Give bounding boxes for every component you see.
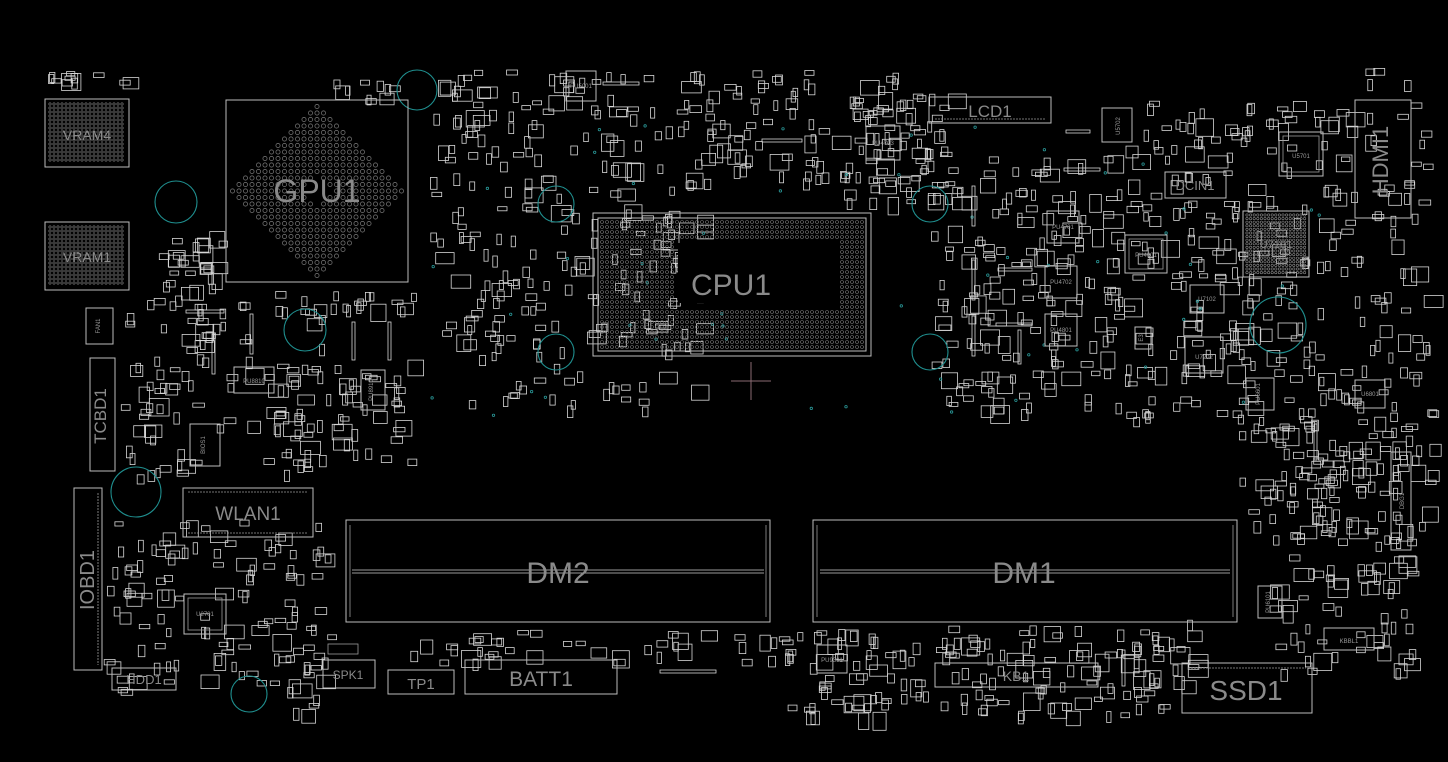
pu4601-label: PU4601 [1135,253,1157,259]
u6801-chip[interactable]: U6801 [1354,379,1386,409]
pu4801-chip[interactable]: PU4801 [1044,313,1078,347]
tcbd1-label: TCBD1 [91,388,110,444]
hdd1-label: HDD1 [126,672,161,687]
ssd1-connector[interactable]: SSD1 [1181,662,1313,714]
u6801-label: U6801 [1361,392,1379,398]
dbg1-connector[interactable]: DBG1 [1390,451,1412,551]
u5702-label: U5702 [1116,117,1122,135]
pu9301-label: PU9301 [821,658,843,664]
dcin1-connector[interactable]: DCIN1 [1164,171,1227,199]
wlan1-label: WLAN1 [215,504,280,525]
cpu1-chip[interactable]: CPU1 [592,212,872,357]
mounting-holes [110,69,1307,713]
pu5001-label: PU5001 [570,84,592,90]
dm2-label: DM2 [526,557,589,590]
lcd1-label: LCD1 [968,102,1011,121]
gpu1-label: GPU1 [273,173,360,209]
u7202-label: U7202 [1195,355,1213,361]
dm2-slot[interactable]: DM2 [345,519,771,623]
dm1-label: DM1 [992,557,1055,590]
dm1-slot[interactable]: DM1 [812,519,1238,623]
dcin1-label: DCIN1 [1175,178,1214,193]
u7101-label: U7101 [1260,239,1292,251]
u7101-chip[interactable]: U7101 [1242,210,1310,278]
batt1-label: BATT1 [509,668,573,691]
pu6101-label: PU6101 [1266,590,1272,612]
pu6601-chip[interactable]: PU6601 [1245,377,1275,411]
pu6101-chip[interactable]: PU6101 [1257,585,1283,619]
dbg1-label: DBG1 [1400,492,1406,509]
pu4703-label: PU4703 [872,141,894,147]
edge-connectors [185,81,1318,687]
spk1-connector[interactable]: SPK1 [322,643,376,689]
spk1-label: SPK1 [333,668,364,682]
vram4-label: VRAM4 [63,127,111,143]
lcd1-connector[interactable]: LCD1 [928,96,1052,124]
e3-component[interactable]: E3 [1134,326,1152,350]
vram4-chip[interactable]: VRAM4 [44,98,130,168]
kb1-label: KB1 [1003,668,1030,684]
fan1-label: FAN1 [96,318,102,334]
iobd1-connector[interactable]: IOBD1 [73,487,103,671]
fan1-connector[interactable]: FAN1 [85,307,114,345]
pu4702-chip[interactable]: PU4702 [1044,265,1078,299]
kbbl1-label: KBBL1 [1340,639,1359,645]
gpu1-chip[interactable]: GPU1 [225,99,409,283]
pu8910-chip[interactable]: PU8910 [360,369,386,411]
pu8810-label: PU8810 [243,379,265,385]
kbbl1-connector[interactable]: KBBL1 [1323,627,1375,651]
tp1-label: TP1 [407,676,435,693]
hdmi1-label: HDMI1 [1368,126,1393,194]
u7102-chip[interactable]: U7102 [1189,284,1225,314]
batt1-connector[interactable]: BATT1 [464,659,618,695]
pu8910-label: PU8910 [369,378,375,400]
vram1-label: VRAM1 [63,249,111,265]
bios1-chip[interactable]: BIOS1 [189,423,221,467]
u2701-chip[interactable]: U2701 [183,593,227,635]
u5701-label: U5701 [1292,154,1310,160]
u5701-chip[interactable]: U5701 [1278,131,1324,177]
crosshair-marker [731,362,771,400]
e3-label: E3 [1139,334,1145,342]
pu8810-chip[interactable]: PU8810 [233,366,275,394]
u5702-chip[interactable]: U5702 [1101,107,1133,143]
pu4701-label: PU4701 [1052,225,1074,231]
tp1-connector[interactable]: TP1 [387,669,455,695]
pu4801-label: PU4801 [1050,328,1072,334]
ssd1-label: SSD1 [1209,675,1282,706]
hdmi1-connector[interactable]: HDMI1 [1354,99,1412,219]
vram1-chip[interactable]: VRAM1 [44,221,130,291]
kb1-connector[interactable]: KB1 [934,662,1099,688]
pu4601-chip[interactable]: PU4601 [1124,234,1168,274]
pu4702-label: PU4702 [1050,280,1072,286]
pu5001-chip[interactable]: PU5001 [565,70,597,102]
pu4703-chip[interactable]: PU4703 [865,125,901,161]
pu4701-chip[interactable]: PU4701 [1046,210,1080,244]
hdd1-connector[interactable]: HDD1 [111,667,177,691]
pu9301-chip[interactable]: PU9301 [816,644,848,674]
pu6601-label: PU6601 [1256,382,1262,404]
tcbd1-connector[interactable]: TCBD1 [89,357,116,472]
bios1-label: BIOS1 [201,436,207,454]
u7202-chip[interactable]: U7202 [1184,336,1224,374]
u2701-label: U2701 [196,612,214,618]
u7102-label: U7102 [1198,297,1216,303]
cpu1-label: CPU1 [691,269,771,302]
iobd1-label: IOBD1 [77,550,99,610]
wlan1-connector[interactable]: WLAN1 [182,487,314,538]
